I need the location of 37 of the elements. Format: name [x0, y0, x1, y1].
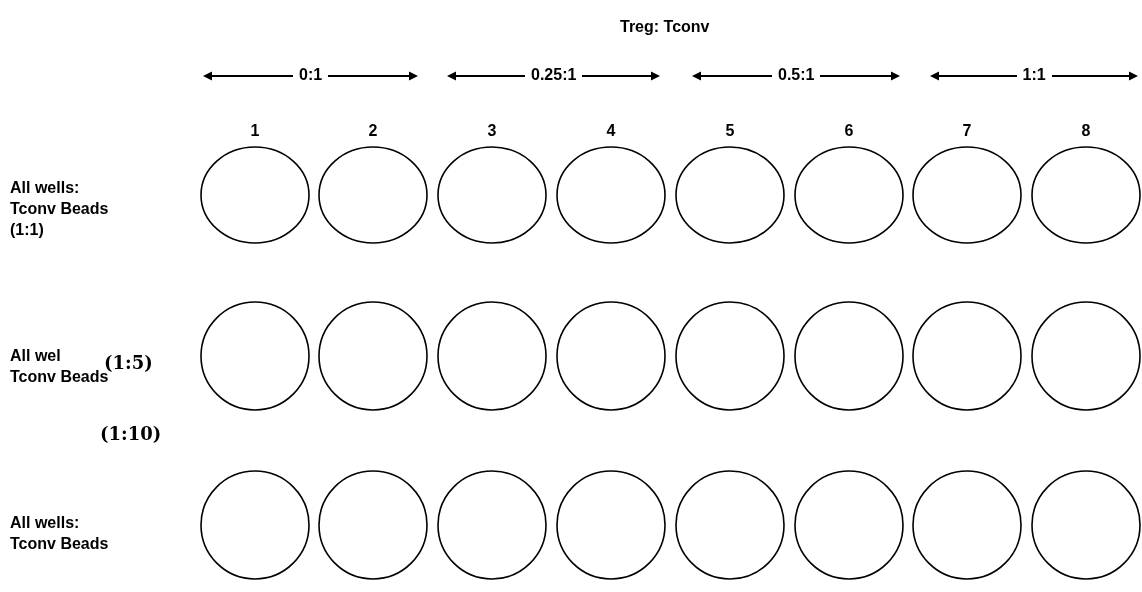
well-circle — [200, 301, 310, 411]
well-circle — [437, 301, 547, 411]
well-circle — [912, 470, 1022, 580]
well-circle — [437, 146, 547, 244]
row-label: All wells: Tconv Beads (1:1) — [10, 178, 110, 240]
well-circle — [1031, 470, 1141, 580]
well-circle — [200, 470, 310, 580]
column-number: 8 — [1081, 122, 1091, 140]
well-circle — [912, 301, 1022, 411]
column-number: 6 — [844, 122, 854, 140]
row-label: All wells: Tconv Beads — [10, 513, 110, 554]
well-circle — [556, 470, 666, 580]
column-number: 2 — [368, 122, 378, 140]
column-number: 5 — [725, 122, 735, 140]
well-circle — [912, 146, 1022, 244]
title: Treg: Tconv — [620, 18, 710, 36]
well-circle — [318, 146, 428, 244]
column-number: 1 — [250, 122, 260, 140]
well-circle — [675, 470, 785, 580]
well-circle — [437, 470, 547, 580]
well-circle — [675, 301, 785, 411]
column-number: 7 — [962, 122, 972, 140]
well-circle — [1031, 146, 1141, 244]
well-circle — [794, 470, 904, 580]
well-circle — [556, 301, 666, 411]
ratio-note: (1:10) — [100, 423, 162, 444]
well-circle — [556, 146, 666, 244]
well-circle — [318, 470, 428, 580]
column-number: 3 — [487, 122, 497, 140]
well-circle — [794, 301, 904, 411]
column-number: 4 — [606, 122, 616, 140]
well-circle — [675, 146, 785, 244]
well-circle — [1031, 301, 1141, 411]
well-circle — [794, 146, 904, 244]
well-circle — [318, 301, 428, 411]
ratio-note: (1:5) — [104, 352, 153, 373]
well-circle — [200, 146, 310, 244]
